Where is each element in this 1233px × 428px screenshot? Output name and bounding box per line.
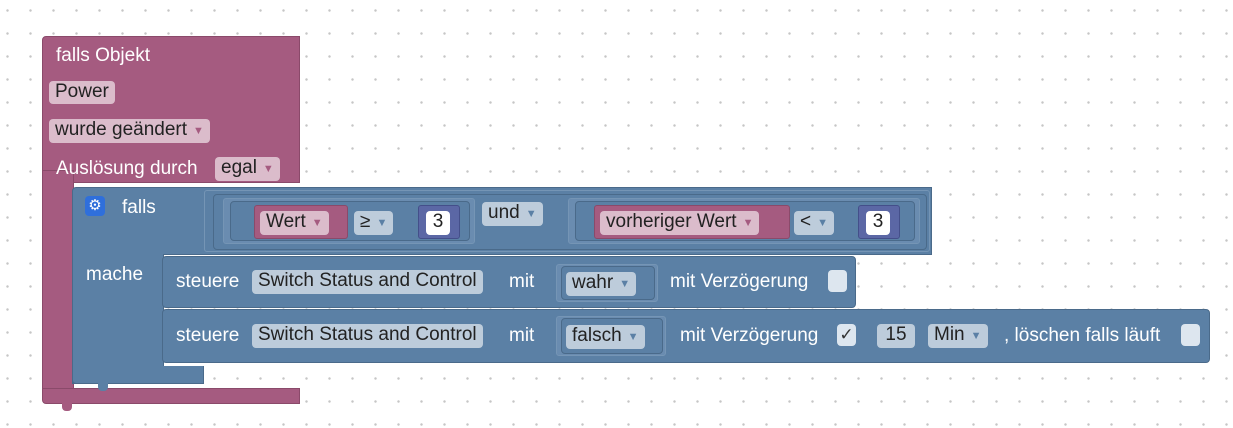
delay-label-1: mit Verzögerung [670, 271, 809, 292]
delay-unit-label: Min [934, 324, 965, 345]
if-label: falls [122, 197, 156, 218]
previous-value-label: vorheriger Wert [606, 211, 737, 232]
object-name-text: Power [55, 81, 109, 102]
delay-amount-field[interactable]: 15 [877, 324, 915, 348]
trigger-dropdown-label: egal [221, 157, 257, 178]
triangle-down-icon: ▼ [627, 331, 639, 343]
delay-checkbox-1[interactable] [828, 270, 847, 292]
delay-amount-value: 15 [885, 324, 907, 345]
trigger-dropdown[interactable]: egal ▼ [215, 157, 280, 181]
boolean-dropdown-2[interactable]: falsch ▼ [566, 325, 645, 349]
event-block-spine [42, 170, 74, 392]
logic-operator-label: und [488, 202, 520, 223]
triangle-down-icon: ▼ [619, 278, 631, 290]
check-mark-icon: ✓ [839, 325, 854, 344]
right-number-field[interactable]: 3 [866, 211, 890, 235]
clear-label: , löschen falls läuft [1004, 325, 1161, 346]
if-block-spine [72, 254, 164, 384]
control-label-2: steuere [176, 325, 240, 346]
if-block-bottom [72, 366, 204, 384]
right-operator-label: < [800, 211, 812, 232]
with-label-2: mit [509, 325, 535, 346]
left-number-field[interactable]: 3 [426, 211, 450, 235]
event-block-title: falls Objekt [56, 45, 150, 66]
condition-dropdown-label: wurde geändert [55, 119, 188, 140]
condition-dropdown[interactable]: wurde geändert ▼ [49, 119, 210, 143]
trigger-label: Auslösung durch [56, 158, 198, 179]
triangle-down-icon: ▼ [525, 208, 537, 220]
gear-icon[interactable]: ⚙ [85, 196, 105, 216]
clear-checkbox[interactable] [1181, 324, 1200, 346]
delay-label-2: mit Verzögerung [680, 325, 819, 346]
boolean-label-2: falsch [572, 325, 622, 346]
triangle-down-icon: ▼ [970, 330, 982, 342]
event-block-notch [62, 403, 72, 411]
right-operator-dropdown[interactable]: <▼ [794, 211, 834, 235]
previous-value-dropdown[interactable]: vorheriger Wert ▼ [600, 211, 760, 235]
delay-checkbox-2[interactable]: ✓ [837, 324, 856, 346]
triangle-down-icon: ▼ [262, 163, 274, 175]
triangle-down-icon: ▼ [193, 125, 204, 137]
triangle-down-icon: ▼ [376, 217, 388, 229]
triangle-down-icon: ▼ [742, 217, 754, 229]
right-number-value: 3 [872, 211, 884, 232]
device-field-2[interactable]: Switch Status and Control [252, 324, 483, 348]
do-label: mache [86, 264, 144, 285]
device-field-1[interactable]: Switch Status and Control [252, 270, 483, 294]
with-label-1: mit [509, 271, 535, 292]
boolean-label-1: wahr [572, 272, 614, 293]
triangle-down-icon: ▼ [817, 217, 828, 229]
value-field-dropdown[interactable]: Wert ▼ [260, 211, 329, 235]
boolean-dropdown-1[interactable]: wahr ▼ [566, 272, 637, 296]
control-label-1: steuere [176, 271, 240, 292]
triangle-down-icon: ▼ [311, 217, 323, 229]
left-number-value: 3 [432, 211, 444, 232]
device-label-1: Switch Status and Control [258, 270, 477, 291]
if-block-notch [98, 383, 108, 391]
device-label-2: Switch Status and Control [258, 324, 477, 345]
left-operator-label: ≥ [360, 211, 371, 232]
left-operator-dropdown[interactable]: ≥▼ [354, 211, 394, 235]
delay-unit-dropdown[interactable]: Min ▼ [928, 324, 988, 348]
event-block-bottom [42, 388, 300, 404]
logic-operator-dropdown[interactable]: und ▼ [482, 202, 543, 226]
object-name-field[interactable]: Power [49, 81, 115, 104]
value-field-label: Wert [266, 211, 306, 232]
